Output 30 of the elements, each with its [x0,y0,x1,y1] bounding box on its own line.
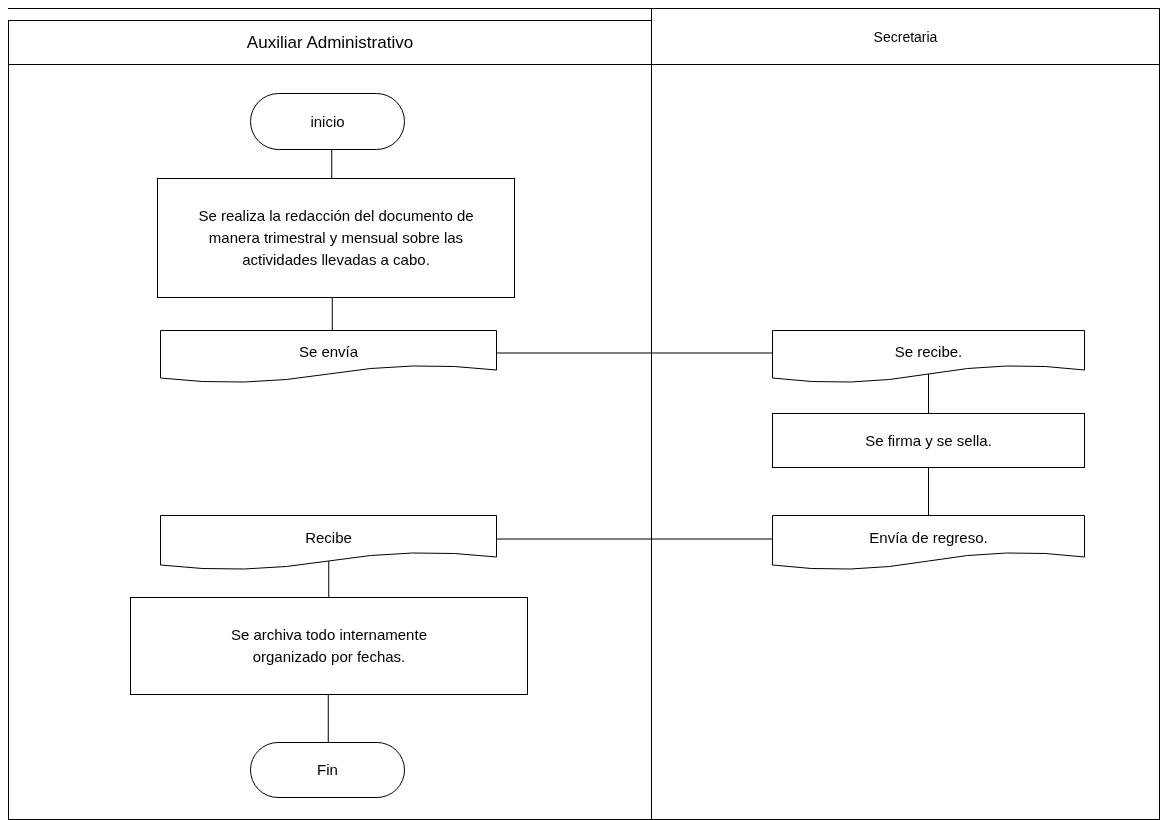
node-text: Fin [317,760,338,781]
document-shape [772,515,1085,571]
lane-title: Secretaria [873,28,938,45]
process-box [130,597,528,695]
connector-line [496,538,773,540]
node-text: Recibe [305,528,352,549]
node-text: Se recibe. [894,342,963,363]
document-shape [160,515,497,571]
process-box [772,413,1085,468]
swimlane [651,8,1160,820]
connector-line [496,352,773,354]
node-text: inicio [310,111,345,132]
node-text: Se archiva todo internamente organizado por fechas. [230,625,428,667]
document-shape [160,330,497,384]
node-text: Se envía [298,342,359,363]
node-text: Se firma y se sella. [865,430,992,451]
connector-line [331,149,333,179]
node-text: Envía de regreso. [869,528,988,549]
process-box [157,178,515,298]
node-text: Se realiza la redacción del documento de manera trimestral y mensual sobre las actividades llevadas a cabo. [197,206,475,270]
terminator-shape [250,742,405,798]
swimlane [8,20,652,820]
document-shape [772,330,1085,384]
lane-title: Auxiliar Administrativo [246,32,414,53]
connector-line [928,467,929,516]
connector-line [328,560,330,598]
connector-line [331,297,333,331]
connector-line [928,373,929,414]
terminator-shape [250,93,405,150]
connector-line [327,694,329,743]
